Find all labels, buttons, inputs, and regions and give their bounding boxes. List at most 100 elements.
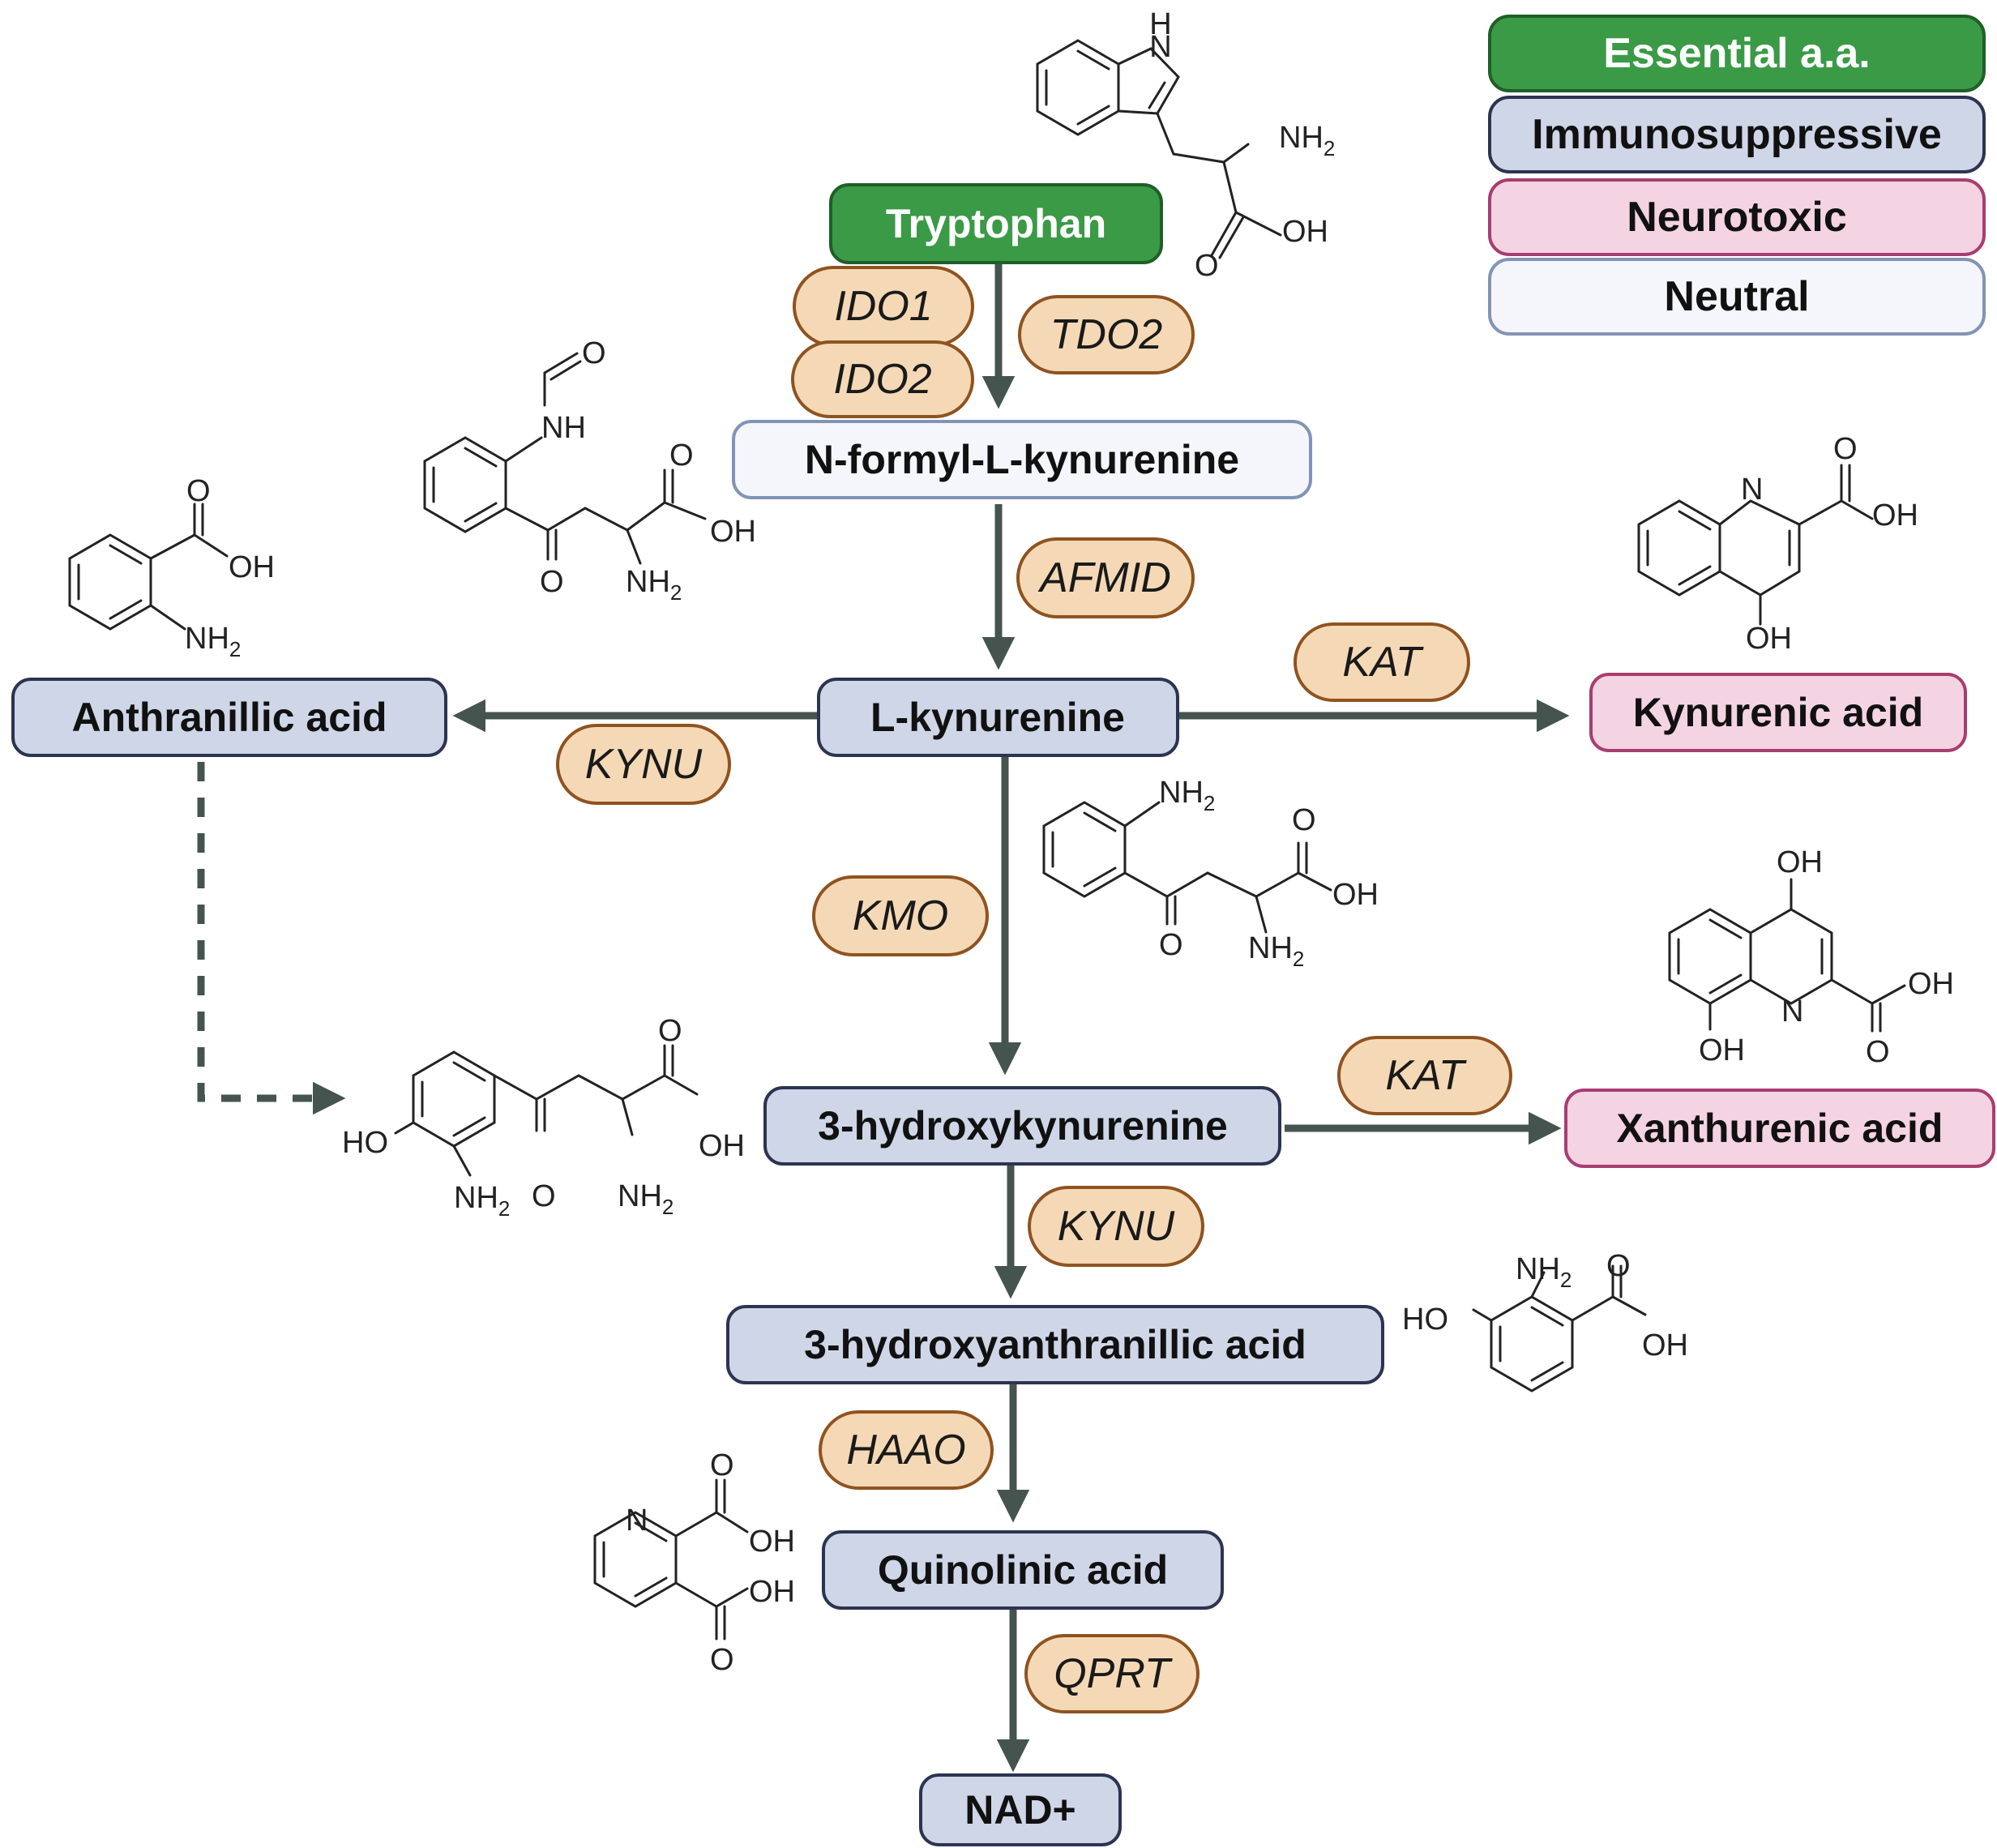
node-quinolinic-acid: Quinolinic acid xyxy=(822,1530,1224,1610)
enzyme-tdo2: TDO2 xyxy=(1018,295,1195,374)
node-xanthurenic-box xyxy=(1564,1089,1995,1168)
enzyme-ido1-label: IDO1 xyxy=(834,283,932,330)
legend-label-essential: Essential a.a. xyxy=(1603,30,1871,77)
structure-atom-oh: OH xyxy=(1642,1328,1688,1362)
node-kynurenic-box xyxy=(1589,673,1967,752)
enzyme-kynu-1-pill xyxy=(556,724,731,805)
structure-atom-oh: OH xyxy=(710,515,756,549)
structure-tryptophan: H N NH2 OH O xyxy=(1036,7,1335,283)
structure-atom-n: N xyxy=(626,1504,648,1538)
enzyme-kmo: KMO xyxy=(812,875,989,956)
enzyme-kat-1-pill xyxy=(1294,622,1470,702)
enzyme-kynu-1-label: KYNU xyxy=(585,741,703,788)
enzyme-kat-1-label: KAT xyxy=(1342,639,1424,686)
structure-atom-nh2: NH2 xyxy=(1248,931,1304,971)
enzyme-kynu-hydroxyanthranillic: KYNU xyxy=(1028,1186,1204,1267)
structure-l-kynurenine: NH2 O OH O NH2 xyxy=(1042,776,1379,971)
structure-atom-ho: HO xyxy=(1402,1303,1448,1337)
structure-atom-oh: OH xyxy=(749,1575,795,1609)
legend-item-neutral: Neutral xyxy=(1488,258,1986,336)
structure-atom-o: O xyxy=(658,1014,682,1048)
enzyme-haao-pill xyxy=(819,1410,994,1490)
node-tryptophan-label: Tryptophan xyxy=(886,201,1106,246)
enzyme-kat-kynurenic: KAT xyxy=(1294,622,1470,702)
enzyme-haao-label: HAAO xyxy=(846,1427,965,1474)
node-kynurenic-acid: Kynurenic acid xyxy=(1589,673,1967,752)
structure-3-hydroxyanthranillic-acid: HO NH2 O OH xyxy=(1402,1249,1688,1392)
structure-atom-oh: OH xyxy=(1699,1033,1745,1067)
structure-atom-o: O xyxy=(710,1643,734,1677)
structure-atom-o: O xyxy=(1866,1035,1890,1069)
structure-atom-o: O xyxy=(1606,1249,1631,1283)
enzyme-ido1: IDO1 xyxy=(793,266,974,347)
structure-atom-o: O xyxy=(540,565,564,599)
structure-atom-nh2: NH2 xyxy=(185,622,241,661)
node-anthranillic-box xyxy=(11,678,447,757)
structure-atom-oh: OH xyxy=(1872,498,1918,533)
structure-atom-o: O xyxy=(1159,928,1183,962)
enzyme-ido2-label: IDO2 xyxy=(833,356,931,403)
structure-atom-o: O xyxy=(1195,249,1219,283)
legend-swatch-neurotoxic xyxy=(1488,178,1986,256)
structure-atom-nh2: NH2 xyxy=(1159,776,1215,815)
node-anthranillic-label: Anthranillic acid xyxy=(72,695,387,740)
node-quinolinic-box xyxy=(822,1530,1224,1610)
node-tryptophan-box xyxy=(829,183,1163,264)
legend-swatch-essential xyxy=(1488,15,1986,92)
node-xanthurenic-label: Xanthurenic acid xyxy=(1617,1106,1944,1151)
arrow-anthranillic-to-hydroxykynurenine-dashed xyxy=(197,762,346,1115)
structure-xanthurenic-acid: OH N OH OH O xyxy=(1668,845,1954,1069)
structure-atom-o: O xyxy=(186,474,211,508)
structure-quinolinic-acid: N O OH OH O xyxy=(593,1448,795,1677)
structure-atom-oh: OH xyxy=(1777,845,1823,879)
node-n-formyl-box xyxy=(732,420,1312,499)
legend-item-essential: Essential a.a. xyxy=(1488,15,1986,92)
structure-atom-n: N xyxy=(1781,995,1803,1029)
legend-swatch-immunosuppressive xyxy=(1488,96,1986,173)
enzyme-tdo2-pill xyxy=(1018,295,1195,374)
structure-atom-oh: OH xyxy=(229,550,275,584)
legend: Essential a.a. Immunosuppressive Neuroto… xyxy=(1488,15,1986,336)
enzyme-kmo-label: KMO xyxy=(853,892,948,939)
enzyme-kat-2-label: KAT xyxy=(1385,1052,1467,1099)
enzyme-tdo2-label: TDO2 xyxy=(1050,311,1163,358)
structure-atom-nh2: NH2 xyxy=(618,1179,674,1219)
enzyme-qprt-label: QPRT xyxy=(1054,1650,1173,1697)
structure-atom-o: O xyxy=(1833,432,1858,466)
node-n-formyl-label: N-formyl-L-kynurenine xyxy=(805,437,1239,482)
structure-kynurenic-acid: N O OH OH xyxy=(1637,432,1918,656)
structure-atom-h: H xyxy=(1149,7,1171,41)
node-l-kynurenine-label: L-kynurenine xyxy=(870,695,1125,740)
legend-item-immunosuppressive: Immunosuppressive xyxy=(1488,96,1986,173)
node-anthranillic-acid: Anthranillic acid xyxy=(11,678,447,757)
node-kynurenic-label: Kynurenic acid xyxy=(1633,690,1923,735)
structure-atom-oh: OH xyxy=(1908,967,1954,1001)
structure-atom-oh: OH xyxy=(1332,878,1379,912)
structure-atom-nh: NH xyxy=(541,411,586,445)
node-tryptophan: Tryptophan xyxy=(829,183,1163,264)
structure-atom-oh: OH xyxy=(1746,622,1792,656)
legend-label-neutral: Neutral xyxy=(1664,273,1809,320)
enzyme-kat-2-pill xyxy=(1337,1036,1512,1115)
structure-atom-oh: OH xyxy=(1282,215,1328,249)
structure-atom-o: O xyxy=(669,438,694,473)
node-3-hydroxykynurenine: 3-hydroxykynurenine xyxy=(763,1086,1281,1166)
node-xanthurenic-acid: Xanthurenic acid xyxy=(1564,1089,1995,1168)
node-3-hydroxyanthranillic-acid: 3-hydroxyanthranillic acid xyxy=(726,1305,1384,1384)
enzyme-kynu-2-pill xyxy=(1028,1186,1204,1267)
structure-atom-o: O xyxy=(710,1448,734,1482)
node-l-kynurenine-box xyxy=(817,678,1179,757)
node-nad: NAD+ xyxy=(919,1773,1122,1846)
enzyme-afmid-pill xyxy=(1016,537,1195,618)
structure-atom-oh: OH xyxy=(749,1525,795,1559)
node-l-kynurenine: L-kynurenine xyxy=(817,678,1179,757)
structure-atom-o: O xyxy=(582,336,606,370)
structure-atom-o: O xyxy=(1292,803,1316,837)
node-hydroxyanthranillic-box xyxy=(726,1305,1384,1384)
structure-atom-nh2: NH2 xyxy=(626,565,682,605)
legend-label-neurotoxic: Neurotoxic xyxy=(1627,194,1847,241)
node-hydroxykynurenine-box xyxy=(763,1086,1281,1166)
enzyme-kynu-anthranillic: KYNU xyxy=(556,724,731,805)
